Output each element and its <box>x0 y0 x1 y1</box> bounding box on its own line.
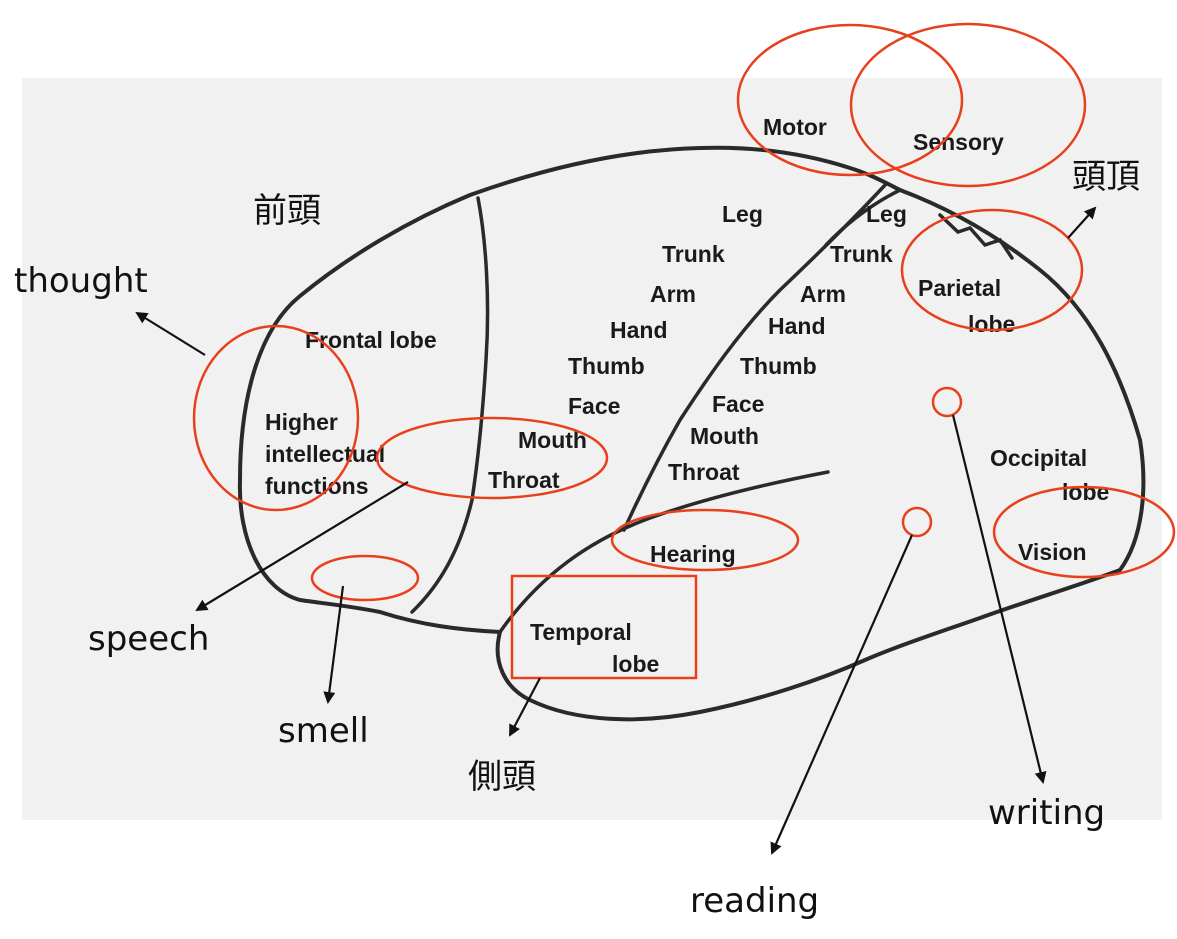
parietal-highlight-ellipse <box>900 208 1084 332</box>
higher-functions-label-2: intellectual <box>265 441 385 467</box>
reading-label: reading <box>690 881 819 921</box>
writing-arrow <box>951 414 1047 784</box>
lateral-fissure <box>498 470 830 634</box>
sensory-face: Face <box>712 391 764 417</box>
thought-arrow <box>135 311 206 356</box>
motor-throat: Throat <box>488 467 560 493</box>
postcentral-sulcus <box>824 188 902 247</box>
motor-thumb: Thumb <box>568 353 645 379</box>
sokutou-label: 側頭 <box>468 757 536 797</box>
smell-highlight-ellipse <box>310 554 420 602</box>
parietal-notch <box>938 213 1014 260</box>
vision-label: Vision <box>1018 539 1087 565</box>
toucho-label: 頭頂 <box>1072 157 1140 197</box>
frontal-boundary-line <box>410 196 490 614</box>
sensory-hand: Hand <box>768 313 826 339</box>
motor-hand: Hand <box>610 317 668 343</box>
speech-label: speech <box>88 619 209 659</box>
hearing-label: Hearing <box>650 541 736 567</box>
occipital-lobe-label-1: Occipital <box>990 445 1087 471</box>
occipital-lobe-label-2: lobe <box>1062 479 1109 505</box>
sokutou-arrow <box>509 677 541 737</box>
parietal-lobe-label-2: lobe <box>968 311 1015 337</box>
higher-functions-label-1: Higher <box>265 409 338 435</box>
parietal-lobe-label-1: Parietal <box>918 275 1001 301</box>
writing-highlight-circle <box>931 386 963 418</box>
scan-background <box>22 78 1162 820</box>
thought-label: thought <box>14 261 148 301</box>
speech-highlight-ellipse <box>375 416 609 500</box>
zentou-label: 前頭 <box>253 191 321 231</box>
motor-face: Face <box>568 393 620 419</box>
sensory-leg: Leg <box>866 201 907 227</box>
thought-highlight-ellipse <box>192 324 360 512</box>
sensory-trunk: Trunk <box>830 241 893 267</box>
higher-functions-label-3: functions <box>265 473 369 499</box>
smell-arrow <box>323 585 345 704</box>
motor-arm: Arm <box>650 281 696 307</box>
vision-highlight-ellipse <box>992 485 1176 579</box>
hearing-highlight-ellipse <box>610 508 800 572</box>
toucho-arrow <box>1067 206 1097 239</box>
brain-outline <box>237 145 1146 722</box>
motor-trunk: Trunk <box>662 241 725 267</box>
frontal-lobe-label: Frontal lobe <box>305 327 437 353</box>
motor-leg: Leg <box>722 201 763 227</box>
temporal-highlight-box <box>510 574 698 680</box>
sensory-label: Sensory <box>913 129 1004 155</box>
sensory-arm: Arm <box>800 281 846 307</box>
temporal-lobe-label-1: Temporal <box>530 619 632 645</box>
temporal-lobe-label-2: lobe <box>612 651 659 677</box>
sensory-highlight-ellipse <box>849 22 1087 188</box>
reading-highlight-circle <box>901 506 933 538</box>
writing-label: writing <box>988 793 1105 833</box>
smell-label: smell <box>278 711 369 751</box>
sensory-throat: Throat <box>668 459 740 485</box>
motor-label: Motor <box>763 114 827 140</box>
speech-arrow <box>195 481 409 612</box>
sensory-thumb: Thumb <box>740 353 817 379</box>
motor-highlight-ellipse <box>736 23 964 177</box>
sensory-homunculus-list: Leg Trunk Arm Hand Thumb Face Mouth Thro… <box>668 201 907 485</box>
motor-homunculus-list: Leg Trunk Arm Hand Thumb Face Mouth Thro… <box>488 201 763 493</box>
sensory-mouth: Mouth <box>690 423 759 449</box>
reading-arrow <box>770 534 914 855</box>
